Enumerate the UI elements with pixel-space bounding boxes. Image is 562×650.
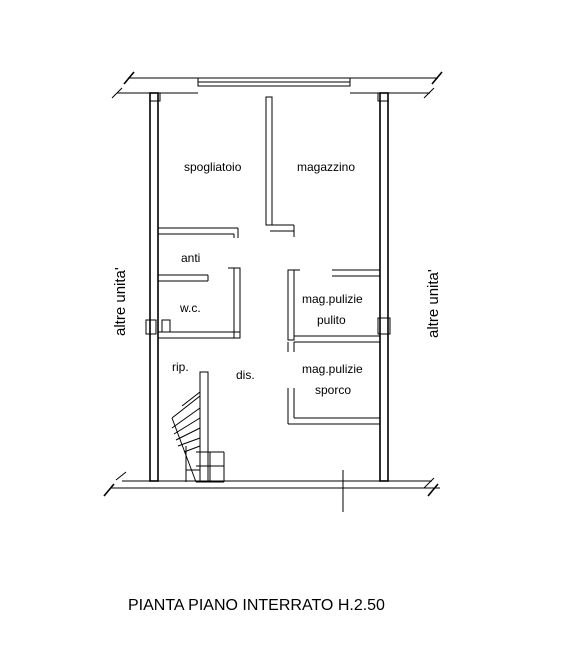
left-wall-connection (111, 87, 435, 99)
room-label-spogliatoio: spogliatoio (184, 160, 242, 174)
left-neighbor-label: altre unita' (112, 267, 129, 336)
room-label-anti: anti (181, 251, 200, 265)
staircase (171, 371, 225, 483)
room-label-mag-pulizie-pulito: mag.pulizie (302, 292, 363, 306)
room-label-magazzino: magazzino (297, 160, 355, 174)
plan-title: PIANTA PIANO INTERRATO H.2.50 (128, 597, 385, 614)
room-label-dis: dis. (236, 368, 255, 382)
top-boundary (123, 71, 443, 87)
room-label-rip: rip. (172, 360, 189, 374)
room-label-sporco: sporco (315, 383, 351, 397)
bottom-boundary (103, 470, 440, 512)
outer-walls (149, 92, 389, 482)
room-label-mag-pulizie-sporco: mag.pulizie (302, 362, 363, 376)
interior-walls (145, 96, 391, 425)
room-label-pulito: pulito (317, 313, 346, 327)
room-label-wc: w.c. (179, 301, 201, 315)
right-neighbor-label: altre unita' (425, 269, 442, 338)
